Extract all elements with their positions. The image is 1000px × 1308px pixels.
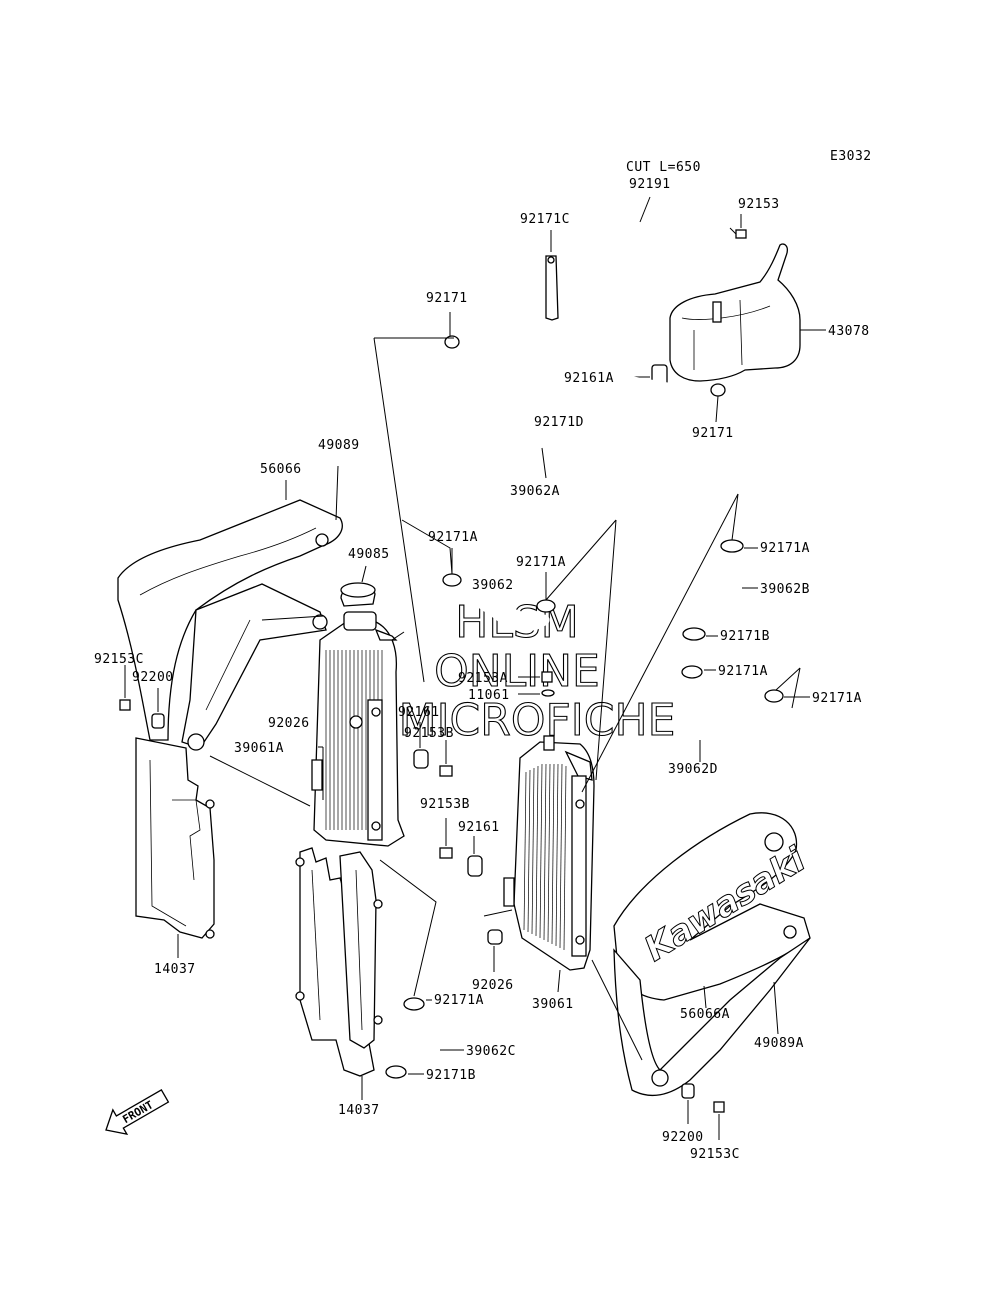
collar-92026-mid xyxy=(487,929,503,972)
label-92171A-d: 92171A xyxy=(718,664,768,679)
clamp-92171A-lower xyxy=(403,997,432,1011)
label-92026-mid: 92026 xyxy=(472,978,514,993)
shroud-left-56066 xyxy=(117,465,343,741)
shroud-right-56066A: Kawasaki xyxy=(613,812,814,1009)
label-39061: 39061 xyxy=(532,997,574,1012)
label-56066A: 56066A xyxy=(680,1007,730,1022)
radiator-cap-49085 xyxy=(340,565,376,607)
label-92171A-a: 92171A xyxy=(428,530,478,545)
label-92171C: 92171C xyxy=(520,212,570,227)
bolt-92153C-left xyxy=(119,665,131,711)
radiator-right-core xyxy=(523,763,567,951)
watermark-line-2: ONLINE xyxy=(434,646,600,697)
bolt-92153C-bottom xyxy=(713,1101,725,1140)
label-92171B-a: 92171B xyxy=(720,629,770,644)
label-92200-bottom: 92200 xyxy=(662,1130,704,1145)
label-92171B-b: 92171B xyxy=(426,1068,476,1083)
washer-11061 xyxy=(518,689,555,697)
label-92153C-bottom: 92153C xyxy=(690,1147,740,1162)
label-92171A-b: 92171A xyxy=(516,555,566,570)
clamp-92171A-e xyxy=(764,689,810,703)
label-92171-top: 92171 xyxy=(426,291,468,306)
hose-39062B xyxy=(685,560,758,632)
clamp-92171A-c xyxy=(720,539,758,553)
diagram-code: E3032 xyxy=(830,149,872,164)
collar-92200-left xyxy=(151,688,165,729)
label-92153B-left: 92153B xyxy=(404,726,454,741)
label-92171A-c: 92171A xyxy=(760,541,810,556)
hose-39062A xyxy=(450,339,726,479)
bolt-92153B-mid xyxy=(439,818,453,859)
label-92153-top: 92153 xyxy=(738,197,780,212)
label-92153A: 92153A xyxy=(458,671,508,686)
bolt-92153B-left xyxy=(439,740,453,777)
label-92153C-left: 92153C xyxy=(94,652,144,667)
label-11061: 11061 xyxy=(468,688,510,703)
label-39062B: 39062B xyxy=(760,582,810,597)
radiator-left-39061A xyxy=(311,611,405,847)
label-92153B-mid: 92153B xyxy=(420,797,470,812)
radiator-right-39061 xyxy=(503,735,595,993)
label-49089A: 49089A xyxy=(754,1036,804,1051)
label-39062: 39062 xyxy=(472,578,514,593)
label-92161-mid: 92161 xyxy=(458,820,500,835)
reservoir-tank-43078 xyxy=(669,243,826,382)
clamp-92171B-lower xyxy=(385,1065,424,1079)
bolt-92153A xyxy=(518,671,553,683)
watermark: HLSM ONLINE MICROFICHE xyxy=(398,596,676,746)
part-labels: E3032 CUT L=650 92191 92171C 92153 92171… xyxy=(94,149,872,1162)
breather-hose-92191 xyxy=(573,196,723,339)
label-92191: 92191 xyxy=(629,177,671,192)
label-92161A: 92161A xyxy=(564,371,614,386)
clamp-92171-top xyxy=(444,312,460,349)
label-39062A: 39062A xyxy=(510,484,560,499)
radiator-guard-14037-mid xyxy=(295,847,383,1100)
screw-92153-top xyxy=(729,214,747,239)
label-92161-left: 92161 xyxy=(398,705,440,720)
label-49089: 49089 xyxy=(318,438,360,453)
clamp-92171-right xyxy=(710,383,726,423)
watermark-line-3: MICROFICHE xyxy=(399,695,676,746)
clamp-92171A-d xyxy=(681,665,716,679)
clip-92171C xyxy=(545,230,559,321)
label-92171D: 92171D xyxy=(534,415,584,430)
front-arrow-icon: FRONT xyxy=(105,1089,170,1136)
label-39062C: 39062C xyxy=(466,1044,516,1059)
label-92026-left: 92026 xyxy=(268,716,310,731)
label-92171-right: 92171 xyxy=(692,426,734,441)
reference-lines xyxy=(209,337,801,1061)
clamp-92171A-b xyxy=(536,572,556,613)
label-92200-left: 92200 xyxy=(132,670,174,685)
label-39062D: 39062D xyxy=(668,762,718,777)
front-label: FRONT xyxy=(120,1098,156,1126)
label-92171A-e: 92171A xyxy=(812,691,862,706)
label-49085: 49085 xyxy=(348,547,390,562)
label-14037-left: 14037 xyxy=(154,962,196,977)
collar-92200-bottom xyxy=(681,1083,695,1124)
shroud-bracket-49089A xyxy=(613,925,811,1097)
grommet-92161-left xyxy=(413,722,429,769)
label-cut-length: CUT L=650 xyxy=(626,160,701,175)
hose-39062C xyxy=(388,1008,464,1074)
label-43078: 43078 xyxy=(828,324,870,339)
clamp-92171A-a xyxy=(442,548,462,587)
grommet-92161-mid xyxy=(467,836,483,877)
hose-39062 xyxy=(448,580,550,632)
label-39061A: 39061A xyxy=(234,741,284,756)
label-92171A-f: 92171A xyxy=(434,993,484,1008)
radiator-guard-14037-left xyxy=(135,737,215,958)
hose-39062D xyxy=(686,684,770,762)
clamp-92171B-a xyxy=(682,627,718,641)
label-56066: 56066 xyxy=(260,462,302,477)
label-14037-mid: 14037 xyxy=(338,1103,380,1118)
shroud-bracket-49089 xyxy=(181,583,328,751)
